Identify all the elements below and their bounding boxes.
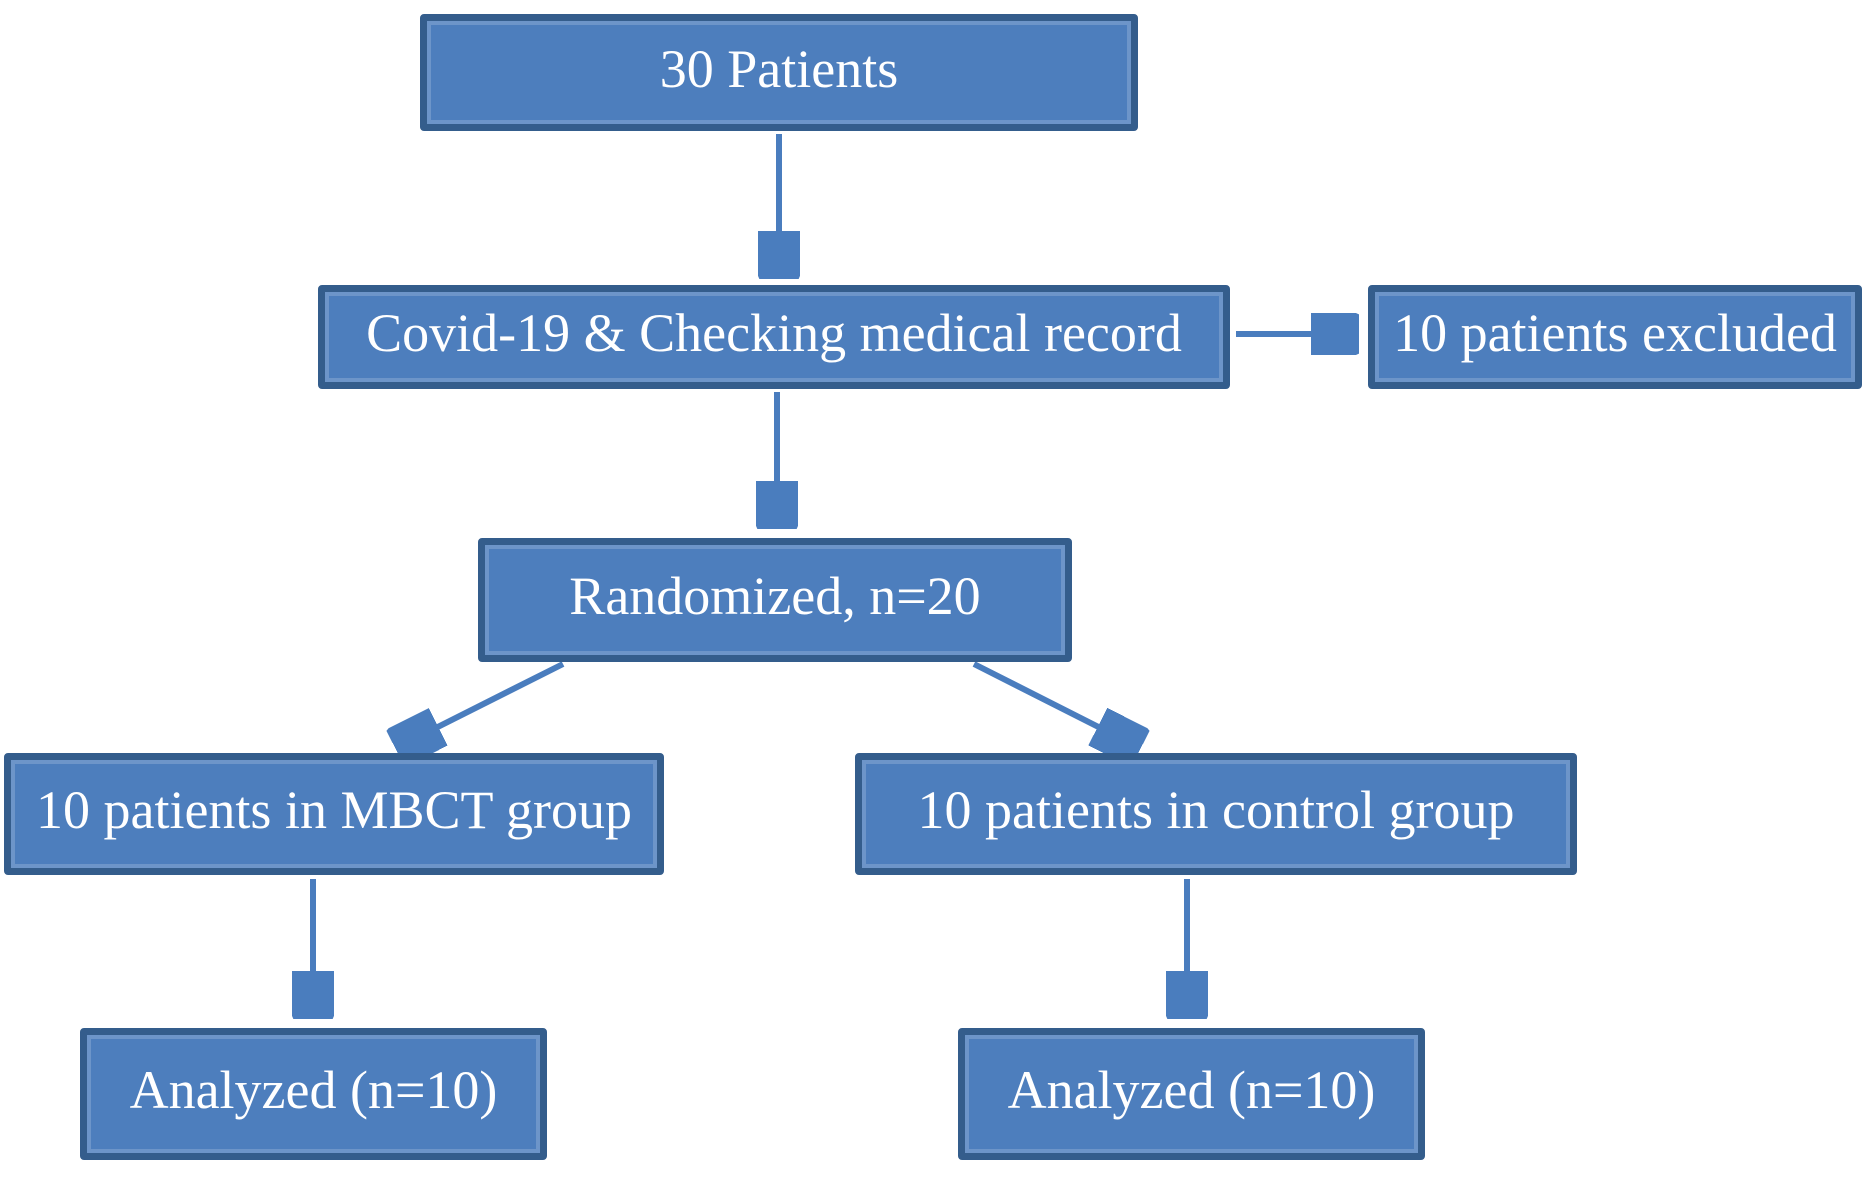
node-randomized-label: Randomized, n=20 (569, 566, 981, 627)
node-screening-label: Covid-19 & Checking medical record (366, 303, 1182, 364)
node-mbct-group: 10 patients in MBCT group (4, 753, 664, 875)
node-screening: Covid-19 & Checking medical record (318, 285, 1230, 389)
node-excluded: 10 patients excluded (1368, 285, 1862, 389)
connector-randomized-to-control (972, 661, 1138, 747)
node-patients-total-label: 30 Patients (659, 38, 899, 99)
node-excluded-label: 10 patients excluded (1393, 303, 1837, 364)
node-patients-total: 30 Patients (420, 14, 1138, 131)
node-randomized: Randomized, n=20 (478, 538, 1072, 662)
node-analyzed-control-label: Analyzed (n=10) (1007, 1060, 1376, 1121)
node-analyzed-control: Analyzed (n=10) (958, 1028, 1425, 1160)
node-analyzed-mbct-label: Analyzed (n=10) (129, 1060, 498, 1121)
node-control-group: 10 patients in control group (855, 753, 1577, 875)
node-mbct-group-label: 10 patients in MBCT group (35, 780, 632, 841)
connector-randomized-to-mbct (398, 661, 565, 747)
node-control-group-label: 10 patients in control group (917, 780, 1515, 841)
node-analyzed-mbct: Analyzed (n=10) (80, 1028, 547, 1160)
